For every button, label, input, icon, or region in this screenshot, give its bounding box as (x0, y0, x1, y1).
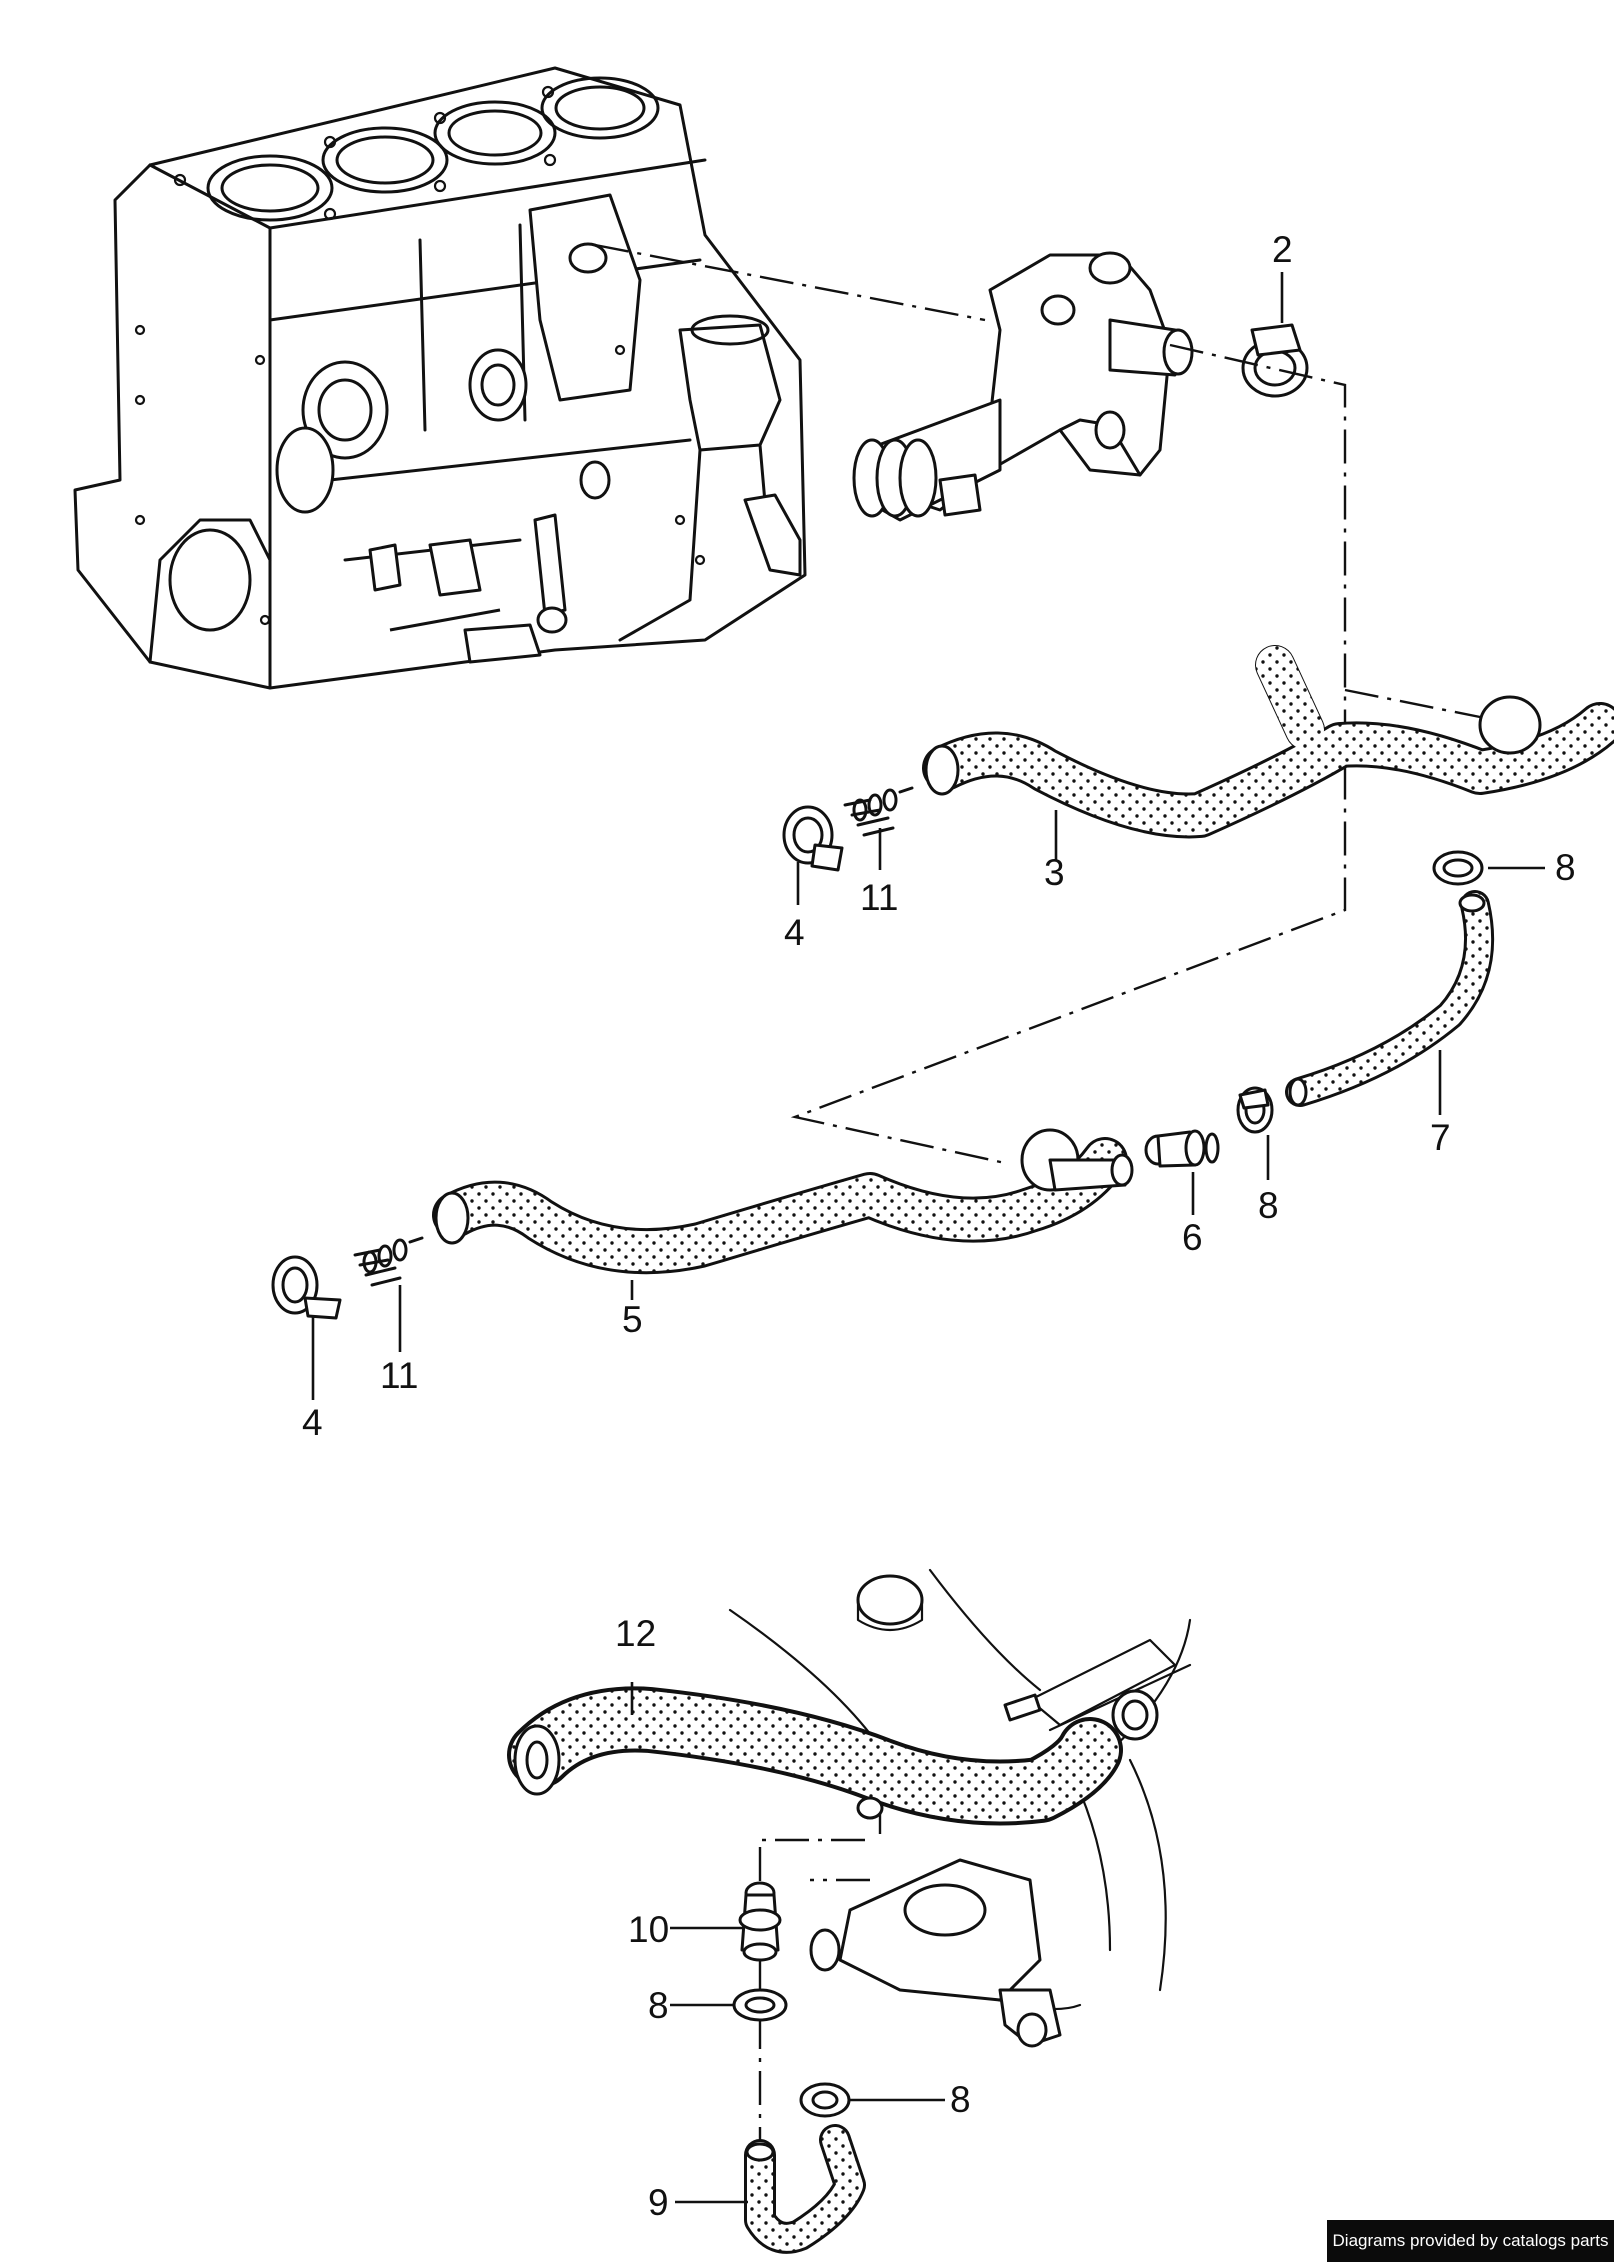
leader-lines (311, 272, 1545, 2204)
callout-4-upper: 4 (784, 912, 805, 953)
hose-clamp-2 (1241, 323, 1309, 398)
hose-clamp-4a (782, 805, 844, 872)
coolant-hose-9 (744, 2124, 866, 2254)
hose-clamp-8d (799, 2082, 851, 2118)
callout-10: 10 (628, 1909, 669, 1950)
coolant-pipe-10 (738, 1881, 782, 1962)
callout-8-lower-left: 8 (648, 1985, 669, 2026)
callout-11-upper: 11 (860, 877, 898, 918)
callout-7: 7 (1430, 1117, 1451, 1158)
engine-block (73, 66, 807, 690)
callout-8-lower-right: 8 (950, 2079, 971, 2120)
coolant-hose-7 (1285, 890, 1495, 1107)
callout-2: 2 (1272, 229, 1293, 270)
hose-clamp-4b (271, 1255, 342, 1320)
spring-clip-11b (353, 1236, 424, 1287)
callout-8-upper: 8 (1555, 847, 1576, 888)
coolant-hose-5 (432, 1128, 1134, 1275)
callout-12: 12 (615, 1613, 656, 1654)
hose-clamp-8b (1236, 1086, 1274, 1134)
lower-housing (728, 1568, 1192, 2048)
connector-6 (1144, 1129, 1220, 1168)
coolant-hose-3 (922, 645, 1614, 839)
callout-9: 9 (648, 2182, 669, 2223)
coolant-flange (852, 251, 1194, 522)
callout-11-lower: 11 (380, 1355, 418, 1396)
hose-clamp-8a (1432, 850, 1484, 886)
callout-8-mid: 8 (1258, 1185, 1279, 1226)
callout-6: 6 (1182, 1217, 1203, 1258)
callout-3: 3 (1044, 852, 1065, 893)
callout-4-lower: 4 (302, 1402, 323, 1443)
hose-clamp-8c (732, 1988, 788, 2022)
assembly-lines (594, 243, 1486, 2150)
spring-clip-11a (843, 786, 914, 837)
callout-5: 5 (622, 1299, 643, 1340)
coolant-hose-12 (507, 1686, 1123, 1826)
footer-credit: Diagrams provided by catalogs parts (1327, 2220, 1614, 2262)
